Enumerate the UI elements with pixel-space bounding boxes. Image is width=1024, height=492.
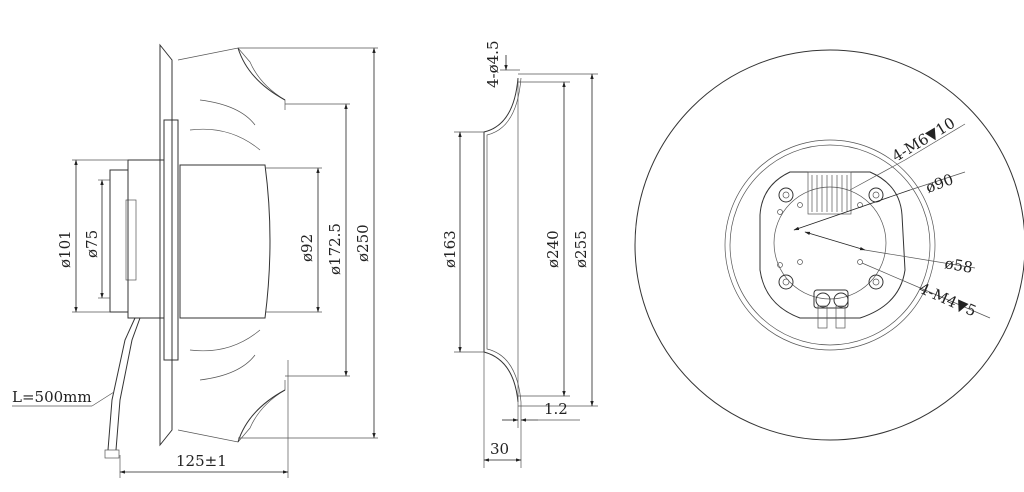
d90-label: ø90 — [923, 170, 956, 197]
motor-plate — [759, 171, 906, 319]
front-view: 4-M6▼10 ø90 ø58 4-M4▼5 — [634, 49, 1024, 441]
inlet-circle-2 — [729, 144, 931, 346]
cable — [107, 317, 136, 451]
dim-d240: ø240 — [544, 230, 562, 268]
d58-label: ø58 — [943, 254, 974, 277]
impeller-blade-top — [177, 47, 286, 110]
dim-d250: ø250 — [354, 224, 372, 262]
side-view: ø101 ø75 ø92 ø172.5 ø250 L=500mm 125±1 — [12, 43, 378, 478]
motor-rear-housing — [109, 169, 129, 313]
blade-curve-4 — [199, 354, 256, 381]
dim-d75: ø75 — [83, 230, 101, 258]
inlet-ring-profile — [483, 77, 519, 403]
impeller-blade-bottom — [177, 380, 286, 443]
inlet-circle — [724, 139, 936, 351]
section-view: 4-ø4.5 ø163 ø240 ø255 1.2 30 — [441, 41, 598, 468]
cable-end — [104, 449, 120, 459]
blade-curve-3 — [199, 99, 256, 126]
m6-bolt-holes — [778, 187, 884, 290]
cable-glands — [813, 289, 849, 329]
dim-depth: 125±1 — [176, 452, 227, 470]
impeller-backplate — [159, 43, 173, 447]
m4-holes — [777, 202, 863, 268]
impeller-inlet-ring-bottom — [237, 389, 286, 443]
blade-curve-2 — [189, 329, 261, 352]
motor-body — [127, 159, 165, 319]
dim-d101: ø101 — [56, 230, 74, 268]
motor-flange — [163, 119, 179, 361]
hole-label: 4-ø4.5 — [484, 41, 502, 89]
impeller-inlet-ring-top — [237, 47, 286, 101]
m4-label: 4-M4▼5 — [916, 279, 979, 320]
cable-length-label: L=500mm — [12, 388, 92, 406]
dim-height: 30 — [490, 440, 509, 458]
dim-d163: ø163 — [441, 230, 459, 268]
rotor-outline — [179, 164, 271, 319]
outer-circle — [634, 49, 1024, 441]
cooling-fins — [807, 171, 852, 215]
motor-rear-cap — [125, 199, 137, 281]
dim-thickness: 1.2 — [544, 400, 568, 418]
dim-d92: ø92 — [298, 234, 316, 262]
dim-d172: ø172.5 — [326, 223, 344, 275]
cable-2 — [115, 317, 141, 451]
blade-curve-1 — [189, 128, 261, 151]
m6-label: 4-M6▼10 — [889, 114, 958, 166]
inlet-ring-inner — [486, 77, 522, 403]
dim-d255: ø255 — [572, 230, 590, 268]
